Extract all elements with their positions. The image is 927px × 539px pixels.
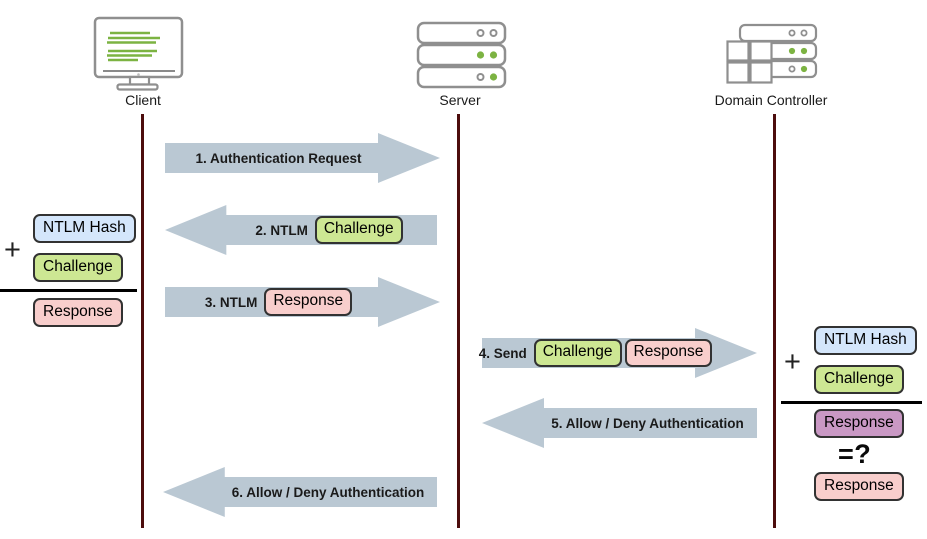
dc-sum-line — [781, 401, 922, 404]
message-arrow-3: 3. NTLM Response — [165, 277, 440, 327]
response-token: Response — [264, 288, 353, 316]
domain-controller-icon — [726, 23, 818, 84]
server-lifeline — [457, 114, 460, 528]
message-6-label: 6. Allow / Deny Authentication — [231, 484, 425, 500]
client-screen-text-lines — [107, 31, 160, 62]
client-plus-sign: + — [4, 234, 21, 266]
dc-received-response-box: Response — [814, 472, 904, 502]
server-stack-icon — [416, 21, 507, 89]
message-arrow-1: 1. Authentication Request — [165, 133, 440, 183]
client-sum-line — [0, 289, 137, 292]
message-2-label: 2. NTLM — [255, 222, 308, 238]
message-5-label: 5. Allow / Deny Authentication — [551, 415, 744, 431]
domain-controller-lifeline — [773, 114, 776, 528]
client-challenge-box: Challenge — [33, 253, 123, 283]
client-lifeline — [141, 114, 144, 528]
actor-label-domain-controller: Domain Controller — [714, 92, 828, 108]
challenge-token: Challenge — [314, 216, 403, 244]
actor-label-server: Server — [439, 92, 481, 108]
right-arrow-shape — [165, 133, 440, 183]
dc-ntlm-hash-box: NTLM Hash — [814, 326, 917, 356]
message-arrow-5: 5. Allow / Deny Authentication — [482, 398, 757, 448]
client-ntlm-hash-box: NTLM Hash — [33, 214, 136, 244]
challenge-token: Challenge — [533, 339, 622, 367]
dc-plus-sign: + — [784, 346, 801, 378]
left-arrow-shape — [482, 398, 757, 448]
message-1-label: 1. Authentication Request — [195, 150, 362, 166]
actor-label-client: Client — [125, 92, 161, 108]
message-arrow-4: 4. Send Challenge Response — [478, 328, 757, 378]
response-token: Response — [624, 339, 713, 367]
left-arrow-shape — [163, 467, 437, 517]
dc-challenge-box: Challenge — [814, 365, 904, 395]
message-arrow-6: 6. Allow / Deny Authentication — [163, 467, 437, 517]
dc-computed-response-box: Response — [814, 409, 904, 439]
message-3-label: 3. NTLM — [204, 294, 258, 310]
client-response-box: Response — [33, 298, 123, 328]
message-4-label: 4. Send — [478, 345, 527, 361]
equals-question-comparison: =? — [838, 439, 872, 469]
message-arrow-2: 2. NTLM Challenge — [165, 205, 437, 255]
client-computer-icon — [93, 16, 184, 91]
